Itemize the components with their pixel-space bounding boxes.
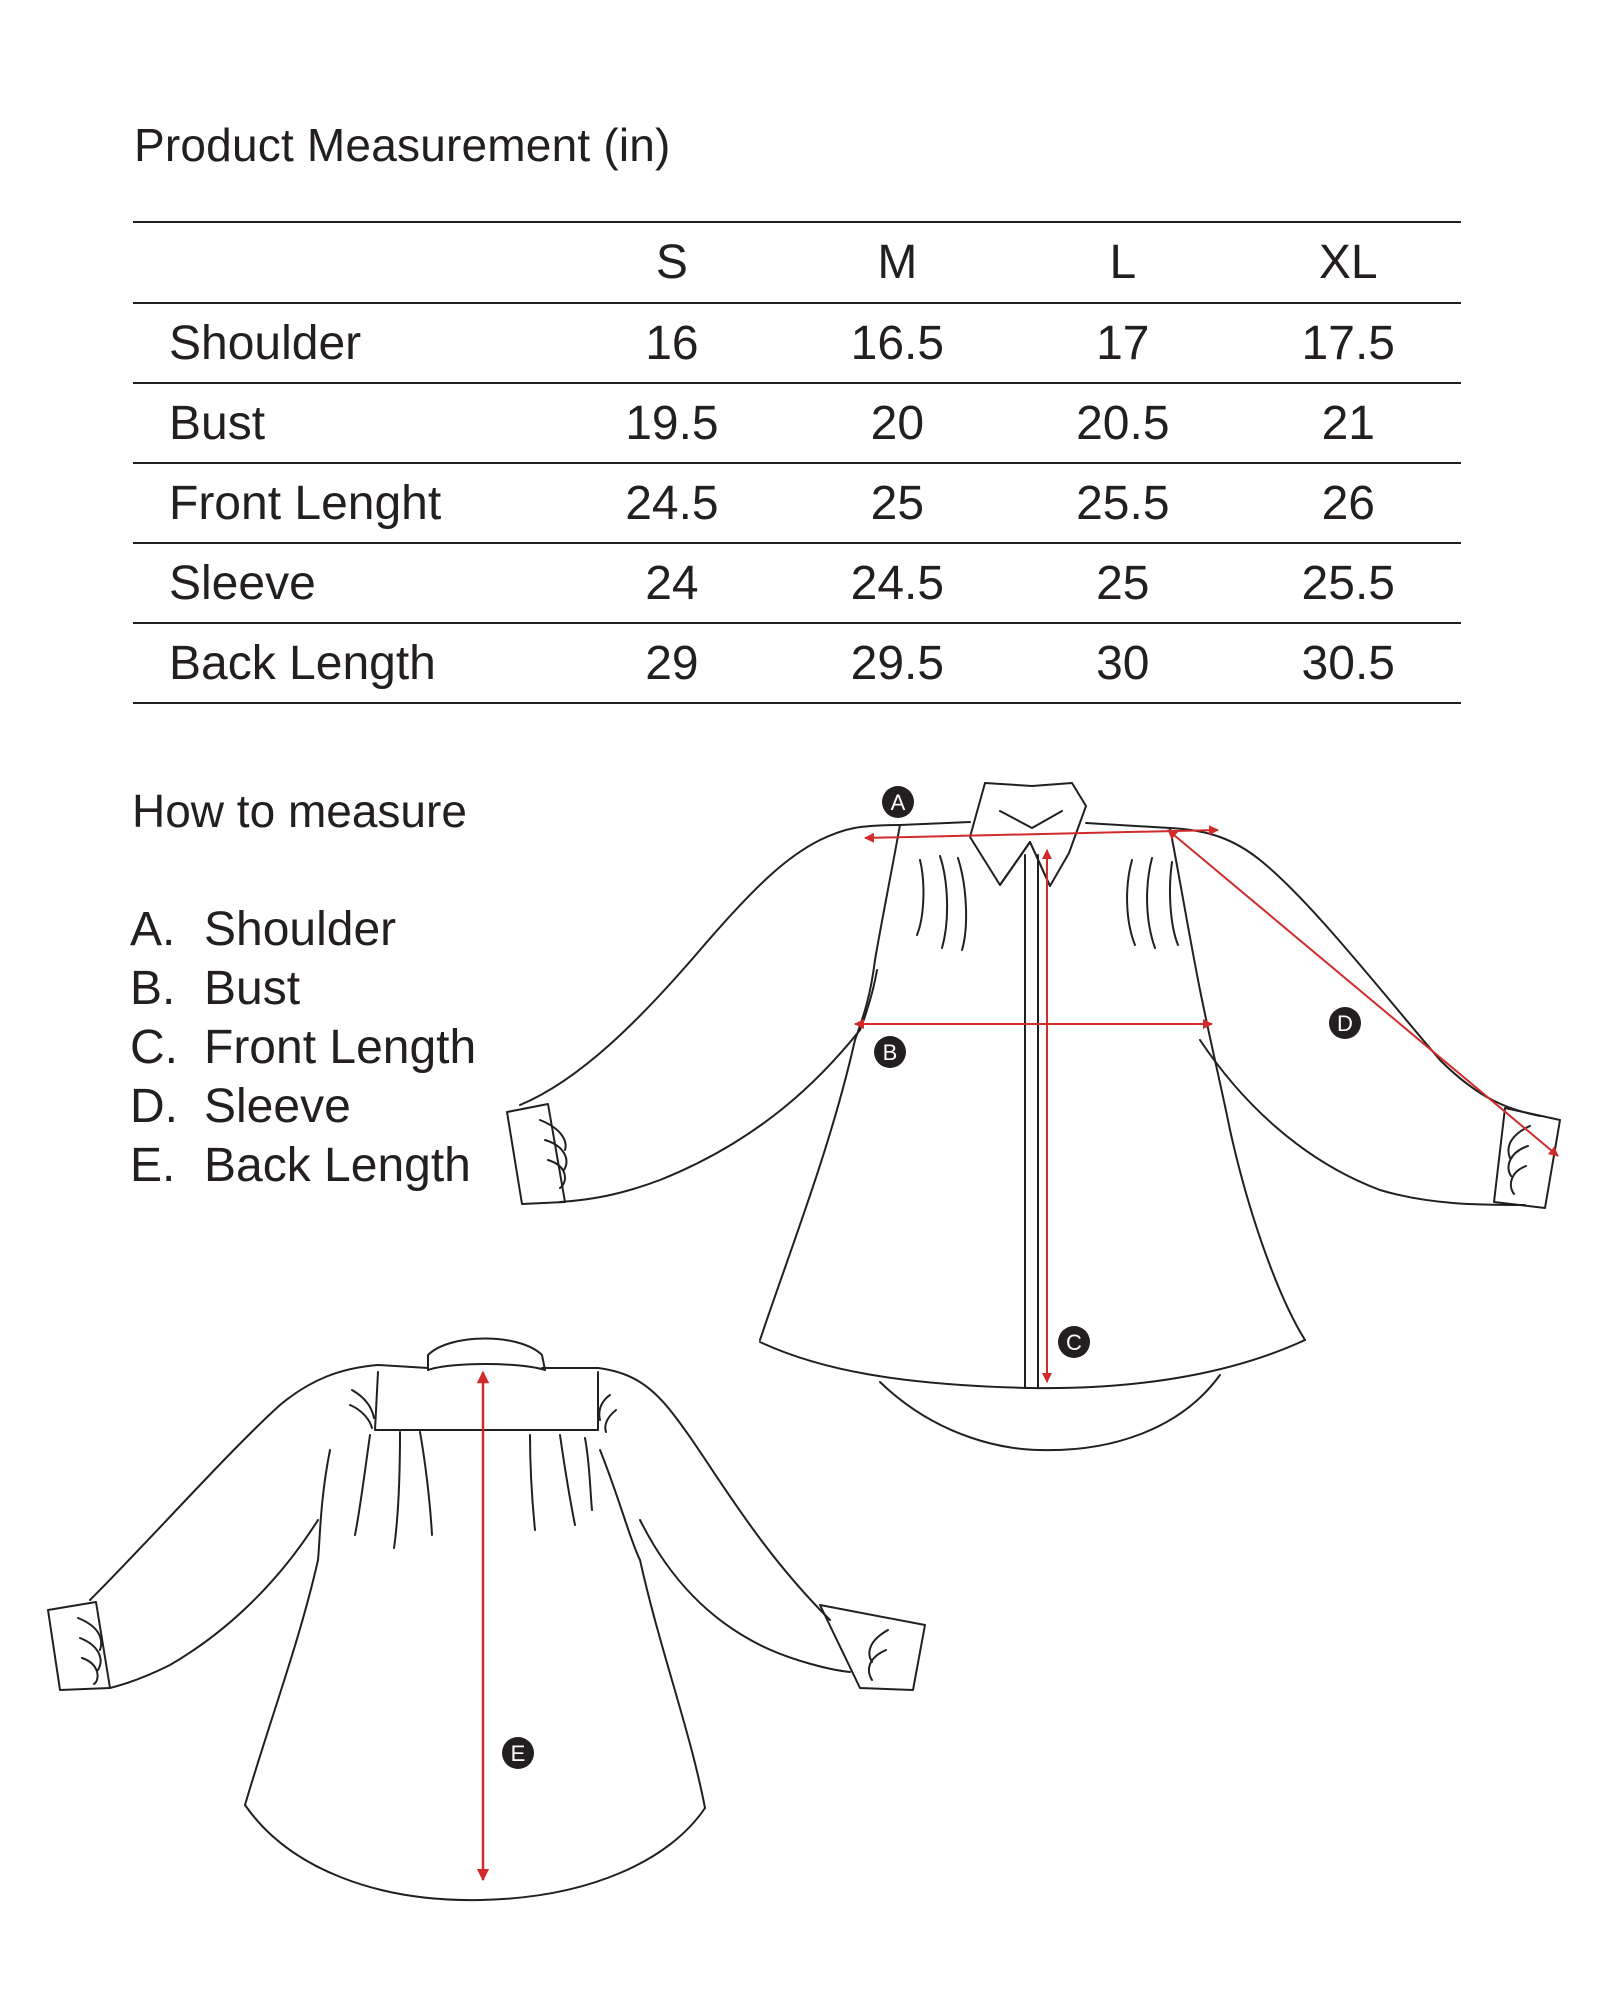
row-label: Bust [133,383,560,464]
table-header-row: S M L XL [133,221,1461,304]
row-label: Back Length [133,623,560,704]
table-row: Sleeve 24 24.5 25 25.5 [133,543,1461,624]
row-label: Sleeve [133,543,560,624]
measure-steps-list: A. Shoulder B. Bust C. Front Length D. Sleev… [130,900,476,1195]
table-cell: 30.5 [1235,623,1461,704]
table-cell: 16.5 [784,303,1011,384]
table-cell: 16 [559,303,785,384]
table-row: Shoulder 16 16.5 17 17.5 [133,303,1461,384]
how-to-measure-heading: How to measure [132,785,467,837]
header-size-l: L [1010,221,1236,304]
back-shirt-drawing [47,1337,926,1902]
header-size-s: S [559,221,785,304]
header-empty-cell [133,221,560,304]
table-cell: 17.5 [1235,303,1461,384]
table-cell: 20 [784,383,1011,464]
measurement-table: S M L XL Shoulder 16 16.5 17 17.5 Bust 1… [133,221,1461,704]
step-key: E. [130,1139,176,1192]
marker-e: E [502,1737,534,1769]
list-item: C. Front Length [130,1018,476,1077]
table-cell: 25 [1010,543,1236,624]
table-row: Back Length 29 29.5 30 30.5 [133,623,1461,704]
marker-d-label: D [1337,1011,1353,1036]
table-cell: 30 [1010,623,1236,704]
row-label: Shoulder [133,303,560,384]
marker-d: D [1329,1007,1361,1039]
header-size-xl: XL [1235,221,1461,304]
step-label: Shoulder [204,903,397,956]
marker-c-label: C [1066,1330,1082,1355]
marker-e-label: E [511,1741,526,1766]
step-key: A. [130,903,176,956]
marker-a: A [882,786,914,818]
table-cell: 29.5 [784,623,1011,704]
front-shirt-drawing [506,782,1561,1452]
step-label: Back Length [204,1139,471,1192]
marker-b-label: B [883,1040,898,1065]
list-item: D. Sleeve [130,1077,476,1136]
table-cell: 24.5 [559,463,785,544]
list-item: A. Shoulder [130,900,476,959]
table-cell: 21 [1235,383,1461,464]
header-size-m: M [784,221,1011,304]
measure-shoulder-line [864,825,1219,843]
table-cell: 25.5 [1010,463,1236,544]
marker-a-label: A [891,790,906,815]
front-measure-lines [854,825,1559,1383]
step-key: C. [130,1021,178,1074]
table-cell: 17 [1010,303,1236,384]
table-cell: 25.5 [1235,543,1461,624]
step-label: Front Length [204,1021,477,1074]
table-cell: 26 [1235,463,1461,544]
marker-c: C [1058,1326,1090,1358]
table-cell: 19.5 [559,383,785,464]
table-cell: 25 [784,463,1011,544]
marker-b: B [874,1036,906,1068]
step-key: D. [130,1080,178,1133]
page-title: Product Measurement (in) [134,119,671,171]
step-label: Sleeve [204,1080,351,1133]
table-row: Front Lenght 24.5 25 25.5 26 [133,463,1461,544]
row-label: Front Lenght [133,463,560,544]
table-cell: 24.5 [784,543,1011,624]
list-item: B. Bust [130,959,476,1018]
list-item: E. Back Length [130,1136,476,1195]
table-cell: 20.5 [1010,383,1236,464]
table-row: Bust 19.5 20 20.5 21 [133,383,1461,464]
step-label: Bust [204,962,301,1015]
table-cell: 24 [559,543,785,624]
table-cell: 29 [559,623,785,704]
measure-sleeve-line [1167,829,1559,1157]
step-key: B. [130,962,176,1015]
